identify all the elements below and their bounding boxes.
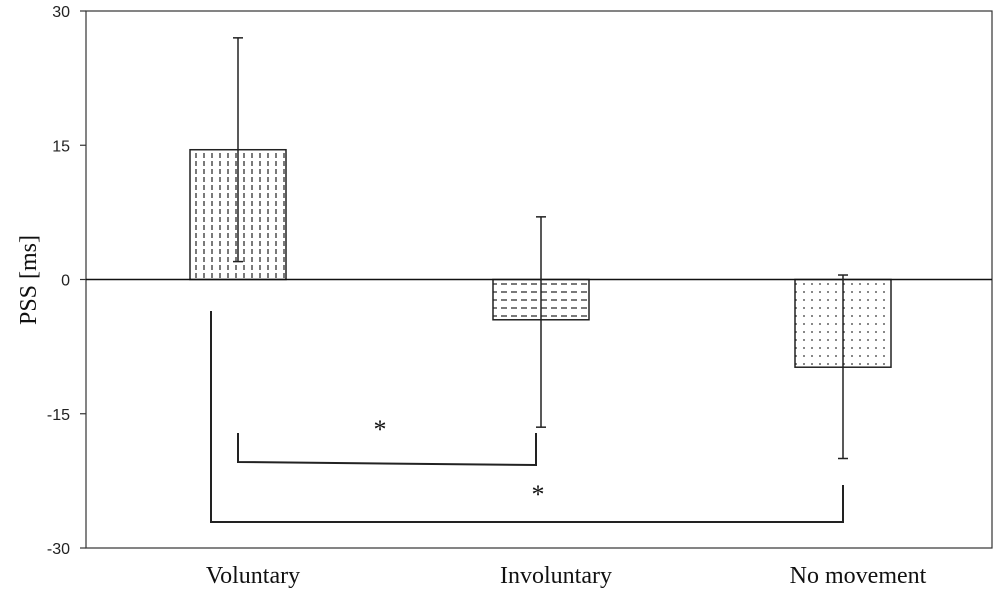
y-tick-label: -30 bbox=[47, 541, 70, 558]
x-category-label: No movement bbox=[790, 563, 927, 589]
error-bar bbox=[233, 37, 243, 263]
error-bar bbox=[536, 216, 546, 428]
y-axis-title: PSS [ms] bbox=[16, 235, 42, 325]
significance-brackets bbox=[210, 311, 844, 523]
y-tick-label: 15 bbox=[52, 138, 70, 155]
y-tick-label: -15 bbox=[47, 407, 70, 424]
bracket-voluntary-nomovement bbox=[210, 311, 844, 523]
y-tick-label: 0 bbox=[61, 273, 70, 290]
x-category-label: Involuntary bbox=[500, 563, 612, 589]
bracket-voluntary-involuntary bbox=[237, 433, 537, 467]
y-tick-label: 30 bbox=[52, 4, 70, 21]
x-category-label: Voluntary bbox=[206, 563, 300, 589]
y-axis-ticks: 30 15 0 -15 -30 bbox=[47, 4, 86, 558]
x-axis-categories: Voluntary Involuntary No movement bbox=[206, 563, 927, 589]
significance-star-1: * bbox=[374, 415, 387, 444]
error-bars bbox=[233, 37, 848, 460]
error-bar bbox=[838, 274, 848, 460]
significance-star-2: * bbox=[532, 480, 545, 509]
